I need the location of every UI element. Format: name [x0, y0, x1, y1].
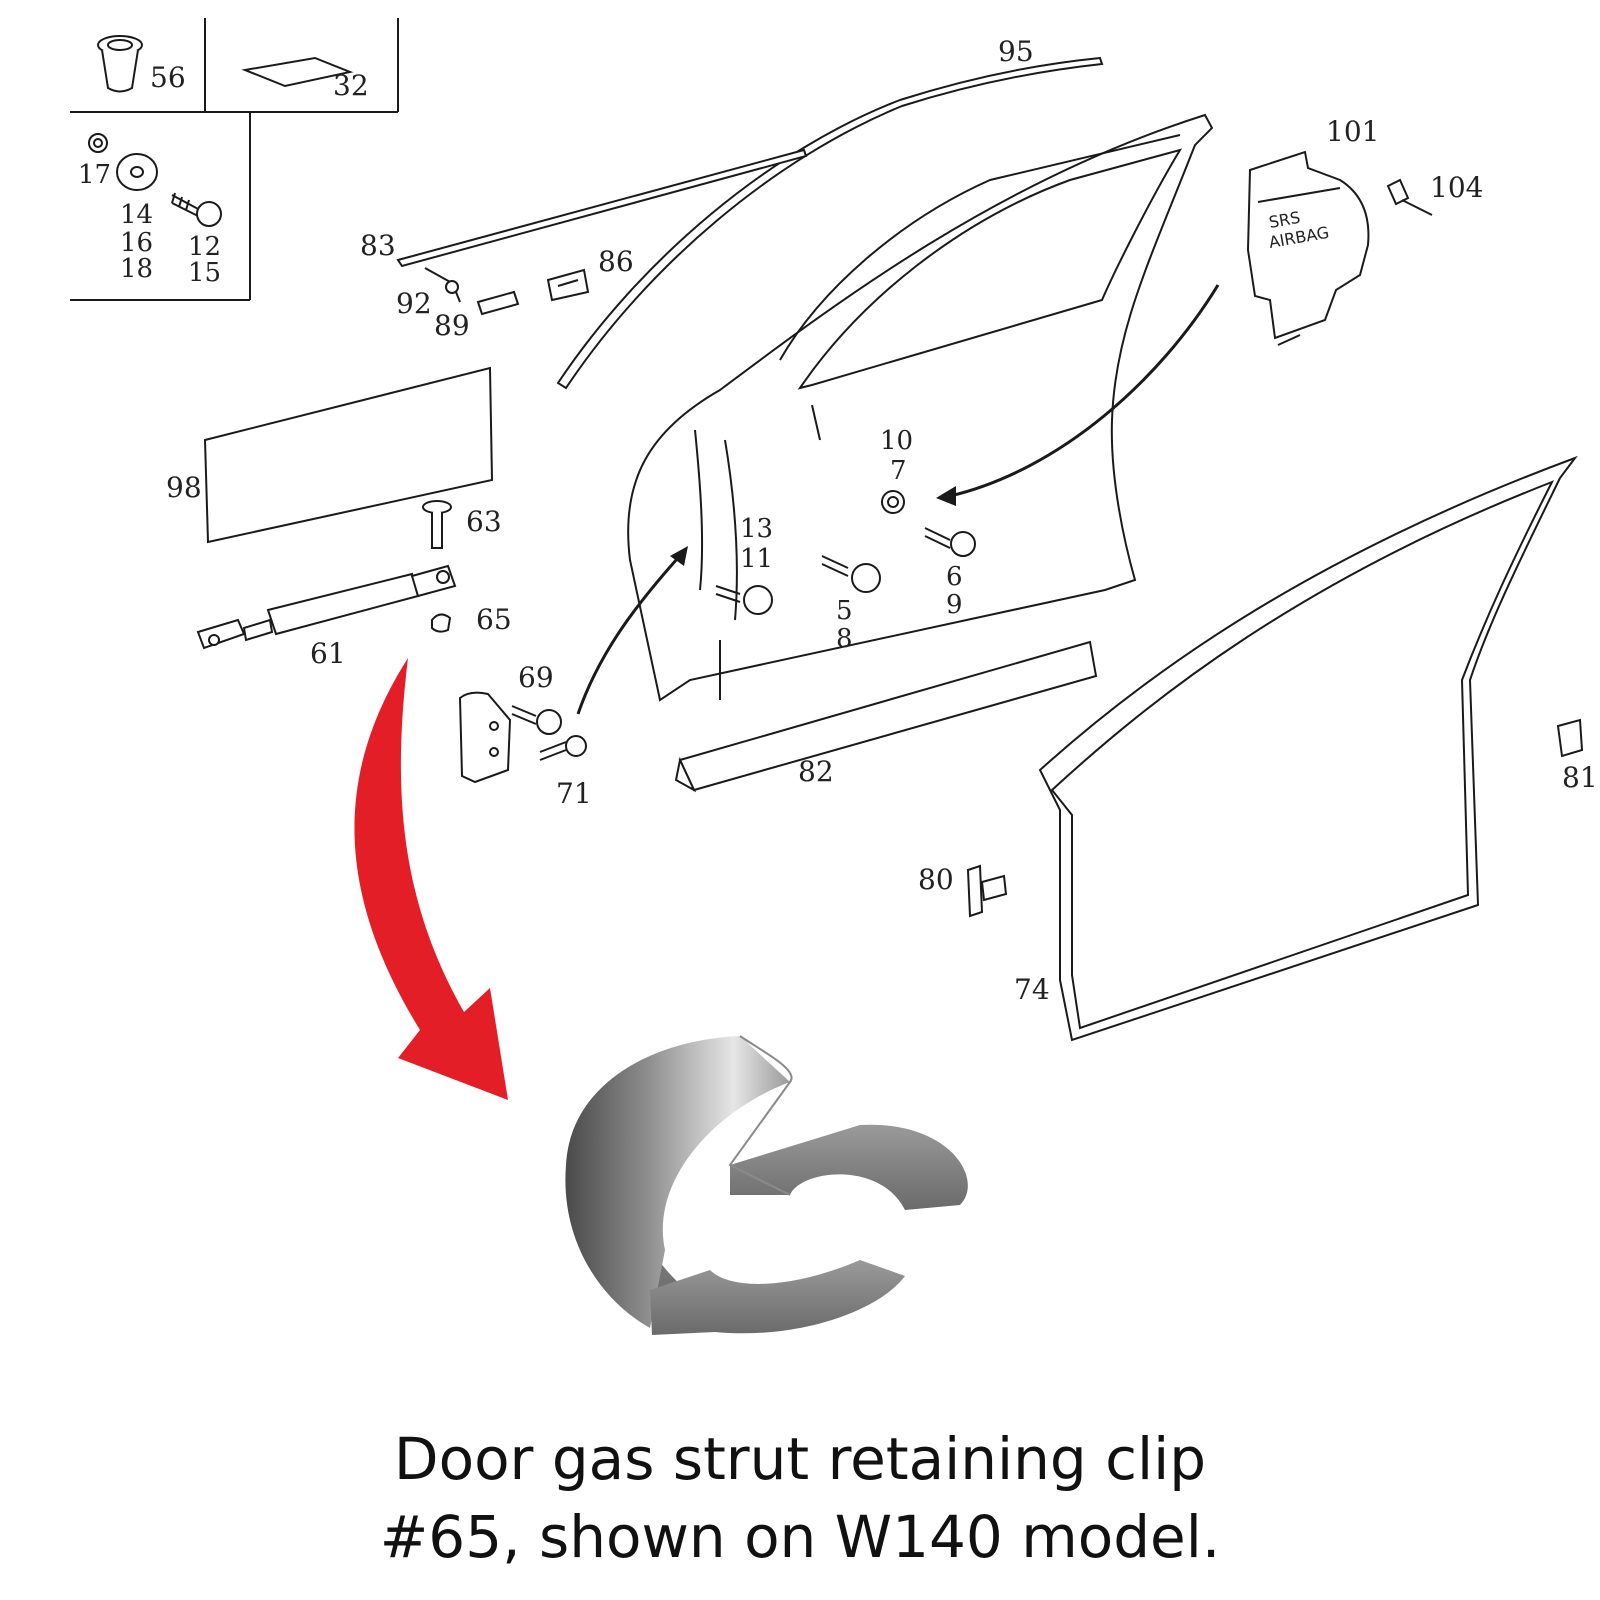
- label-104: 104: [1430, 171, 1484, 204]
- label-8: 8: [836, 624, 853, 654]
- label-61: 61: [310, 637, 346, 670]
- grommet-56-icon: [97, 35, 143, 93]
- pin-63-icon: [422, 500, 452, 549]
- gas-strut-61: [196, 564, 457, 650]
- label-98: 98: [166, 471, 202, 504]
- strip-32-icon: [241, 56, 354, 88]
- label-81: 81: [1562, 761, 1598, 794]
- strip-83: [396, 148, 808, 268]
- label-95: 95: [998, 35, 1034, 68]
- label-11: 11: [740, 544, 774, 574]
- label-92: 92: [396, 287, 432, 320]
- clip-65-small-icon: [431, 613, 452, 633]
- sill-82: [674, 640, 1098, 793]
- caption-line-1: Door gas strut retaining clip: [393, 1425, 1207, 1493]
- label-5: 5: [836, 596, 853, 626]
- label-63: 63: [466, 505, 502, 538]
- label-32: 32: [333, 69, 369, 102]
- label-12: 12: [188, 232, 222, 262]
- label-7: 7: [890, 456, 907, 486]
- label-17: 17: [78, 160, 112, 190]
- label-80: 80: [918, 863, 954, 896]
- black-arrows: [576, 284, 1220, 715]
- label-82: 82: [798, 755, 834, 788]
- clips-80-81-icon: [966, 718, 1584, 918]
- label-74: 74: [1014, 973, 1050, 1006]
- clip-65-render: [565, 1035, 968, 1335]
- label-6: 6: [946, 562, 963, 592]
- label-18: 18: [120, 254, 154, 284]
- label-101: 101: [1326, 115, 1380, 148]
- label-83: 83: [360, 229, 396, 262]
- bolts-group: [511, 490, 976, 761]
- label-16: 16: [120, 228, 154, 258]
- label-65: 65: [476, 603, 512, 636]
- label-14: 14: [120, 200, 154, 230]
- hinge-69: [458, 691, 512, 784]
- panel-98: [203, 366, 494, 544]
- door-shell: [627, 113, 1214, 702]
- label-10: 10: [880, 426, 914, 456]
- nut-washer-bolt-icon: [88, 133, 222, 227]
- label-13: 13: [740, 514, 774, 544]
- highlight-arrow: [354, 658, 508, 1100]
- pin-104-icon: [1386, 178, 1433, 216]
- label-89: 89: [434, 309, 470, 342]
- caption: Door gas strut retaining clip #65, shown…: [0, 1420, 1600, 1576]
- seal-74: [1038, 455, 1578, 1042]
- caption-line-2: #65, shown on W140 model.: [379, 1503, 1221, 1571]
- label-71: 71: [556, 777, 592, 810]
- label-15: 15: [188, 258, 222, 288]
- trim-95: [556, 56, 1104, 390]
- label-9: 9: [946, 590, 963, 620]
- inset-frame: [70, 18, 399, 301]
- label-86: 86: [598, 245, 634, 278]
- airbag-unit-101: [1246, 150, 1370, 346]
- label-69: 69: [518, 661, 554, 694]
- clips-92-89-86-icon: [424, 267, 590, 316]
- black-arrowheads: [670, 486, 956, 566]
- label-56: 56: [150, 61, 186, 94]
